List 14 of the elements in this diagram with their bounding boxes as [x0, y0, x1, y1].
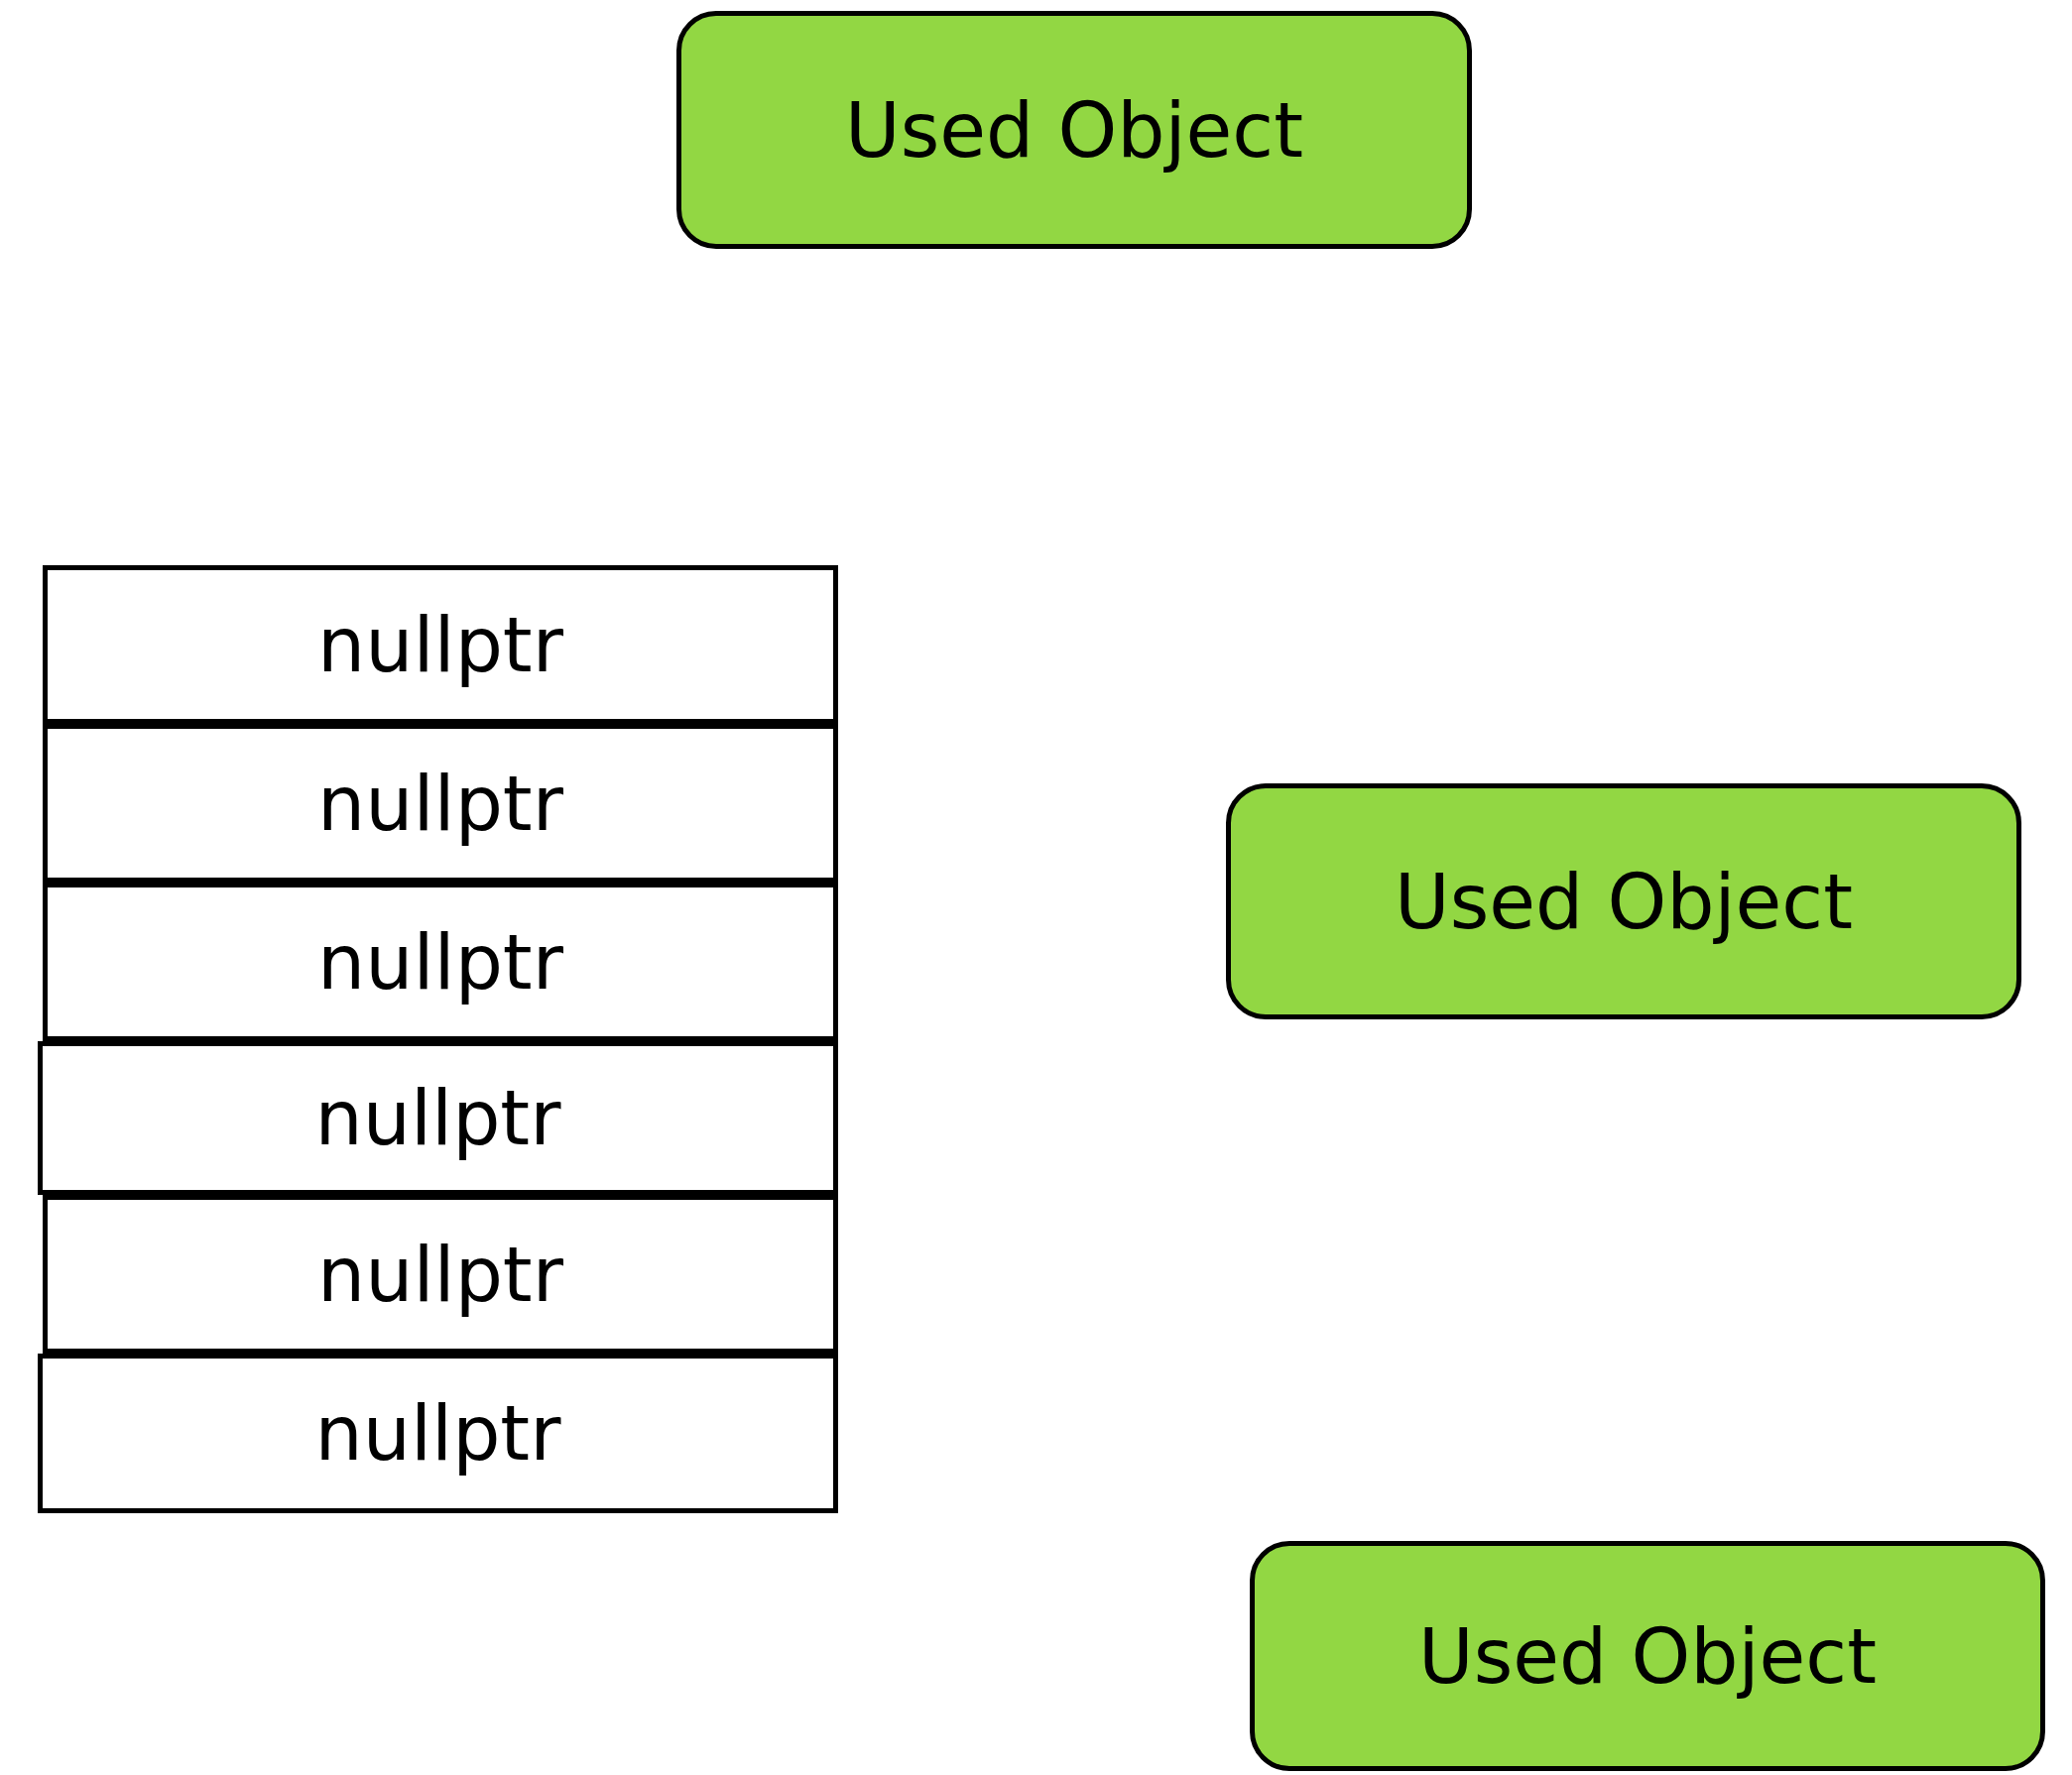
object-label: Used Object: [845, 85, 1303, 175]
object-label: Used Object: [1418, 1611, 1877, 1701]
object-box: [676, 11, 1472, 249]
object-box: [1226, 783, 2021, 1019]
array-slot: [38, 1354, 838, 1513]
slot-value: nullptr: [317, 600, 563, 689]
object-label: Used Object: [1395, 857, 1853, 946]
slot-value: nullptr: [317, 1230, 563, 1319]
array-slot: [43, 565, 838, 724]
slot-value: nullptr: [314, 1074, 561, 1162]
slot-value: nullptr: [317, 917, 563, 1006]
slot-value: nullptr: [317, 759, 563, 848]
slot-value: nullptr: [314, 1389, 561, 1478]
object-box: [1250, 1541, 2045, 1771]
